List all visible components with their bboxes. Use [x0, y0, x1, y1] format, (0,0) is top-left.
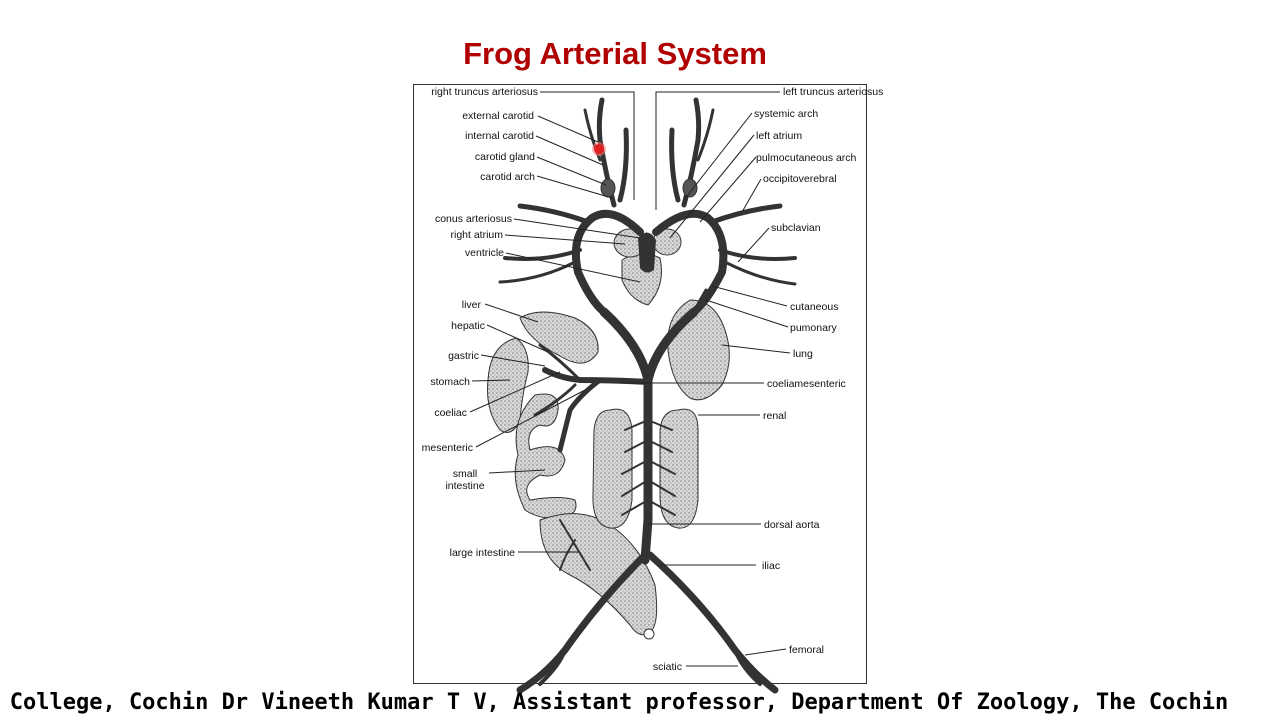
- label-coeliamesenteric: coeliamesenteric: [767, 378, 846, 390]
- label-femoral: femoral: [789, 644, 824, 656]
- label-conus: conus arteriosus: [435, 213, 512, 225]
- scrolling-ticker: in College, Cochin Dr Vineeth Kumar T V,…: [0, 690, 1280, 720]
- label-small-intestine-line2: intestine: [445, 480, 484, 492]
- label-internal-carotid: internal carotid: [465, 130, 534, 142]
- label-stomach: stomach: [430, 376, 470, 388]
- arteries: [498, 97, 797, 694]
- label-ventricle: ventricle: [465, 247, 504, 259]
- label-lung: lung: [793, 348, 813, 360]
- label-sciatic: sciatic: [653, 661, 682, 673]
- laser-pointer-dot: [594, 144, 604, 154]
- label-pulmocutaneous: pulmocutaneous arch: [756, 152, 857, 164]
- label-cutaneous: cutaneous: [790, 301, 838, 313]
- label-left-truncus: left truncus arteriosus: [783, 86, 883, 98]
- label-coeliac: coeliac: [434, 407, 467, 419]
- conus-shape: [638, 232, 656, 273]
- labels-right: left truncus arteriosus systemic arch le…: [754, 86, 883, 656]
- cloaca: [643, 628, 655, 640]
- label-hepatic: hepatic: [451, 320, 485, 332]
- leader-lines: [469, 91, 791, 667]
- label-carotid-arch: carotid arch: [480, 171, 535, 183]
- labels-left: right truncus arteriosus external caroti…: [422, 86, 682, 673]
- label-liver: liver: [462, 299, 482, 311]
- small-intestine-shape: [514, 393, 577, 519]
- organs: [487, 228, 730, 640]
- ticker-text: in College, Cochin Dr Vineeth Kumar T V,…: [0, 690, 1229, 715]
- right-kidney-shape: [592, 408, 633, 529]
- slide-title: Frog Arterial System: [463, 36, 767, 71]
- label-renal: renal: [763, 410, 786, 422]
- lung-shape: [667, 299, 730, 401]
- label-mesenteric: mesenteric: [422, 442, 473, 454]
- label-systemic-arch: systemic arch: [754, 108, 818, 120]
- label-small-intestine-line1: small: [453, 468, 478, 480]
- label-gastric: gastric: [448, 350, 479, 362]
- label-dorsal-aorta: dorsal aorta: [764, 519, 820, 531]
- large-intestine-shape: [539, 513, 658, 636]
- label-pulmonary: pumonary: [790, 322, 837, 334]
- label-right-truncus: right truncus arteriosus: [431, 86, 538, 98]
- label-left-atrium: left atrium: [756, 130, 802, 142]
- label-right-atrium: right atrium: [450, 229, 503, 241]
- label-external-carotid: external carotid: [462, 110, 534, 122]
- label-subclavian: subclavian: [771, 222, 821, 234]
- label-iliac: iliac: [762, 560, 780, 572]
- label-carotid-gland: carotid gland: [475, 151, 535, 163]
- label-large-intestine: large intestine: [450, 547, 516, 559]
- label-occipitovertebral: occipitoverebral: [763, 173, 837, 185]
- left-kidney-shape: [659, 408, 699, 529]
